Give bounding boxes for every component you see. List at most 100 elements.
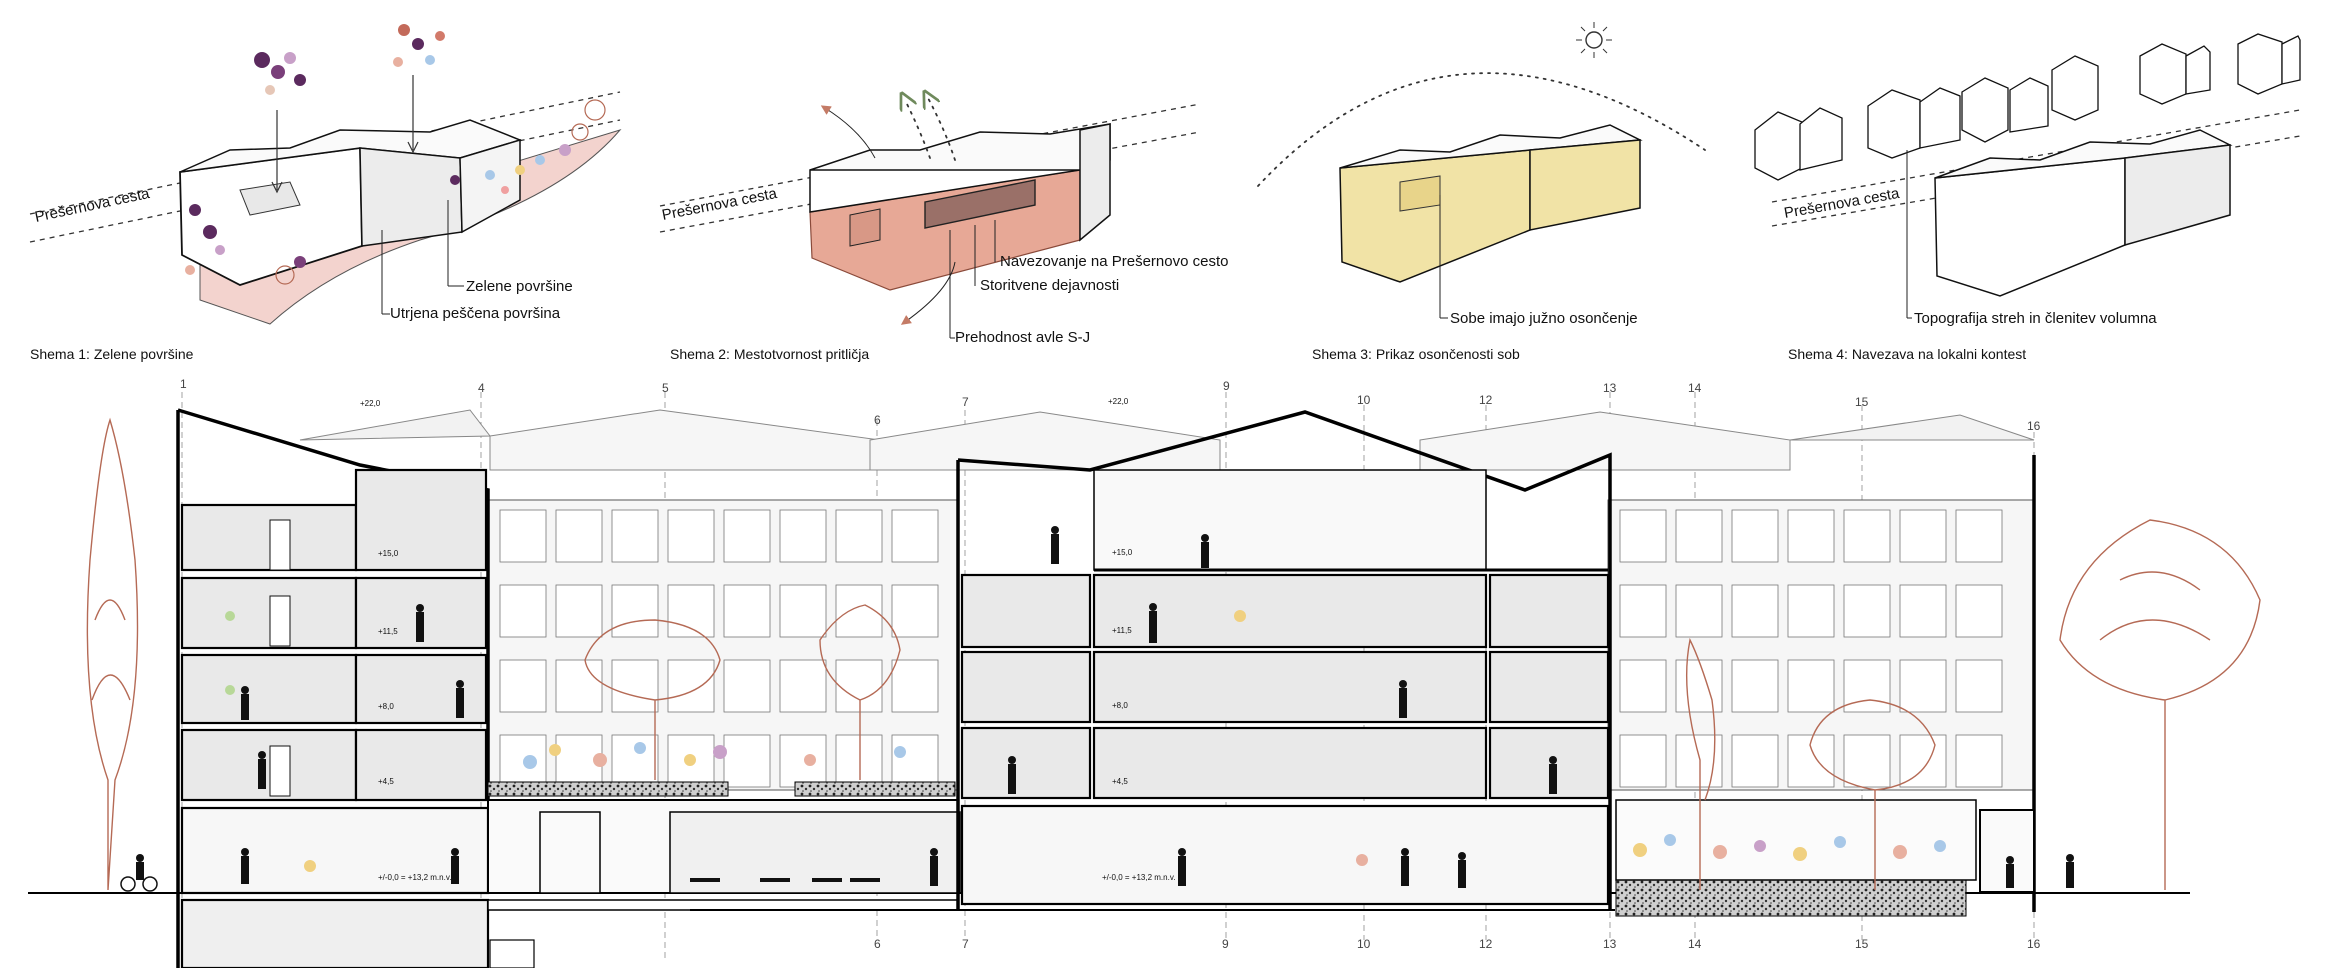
level-label: +4,5: [1112, 777, 1128, 786]
axis-label: 14: [1688, 937, 1702, 951]
background-window: [499, 734, 547, 788]
scheme-2-ground-floor: Prešernova cesta Navezovanje na Prešerno…: [659, 98, 1228, 362]
cafe-tables: [690, 878, 880, 882]
background-window: [611, 509, 659, 563]
level-label: +8,0: [1112, 701, 1128, 710]
background-window: [1899, 659, 1947, 713]
axis-label: 4: [478, 381, 485, 395]
background-window: [891, 734, 939, 788]
axis-label: 5: [662, 381, 669, 395]
axis-label: 1: [180, 377, 187, 391]
background-window: [1675, 509, 1723, 563]
person-icon: [451, 848, 459, 884]
axis-label: 13: [1603, 937, 1617, 951]
level-label: +15,0: [378, 549, 399, 558]
label-connection: Navezovanje na Prešernovo cesto: [1000, 253, 1228, 270]
level-label: +11,5: [1112, 626, 1132, 635]
background-elevation: [299, 409, 2035, 791]
axis-label: 9: [1223, 379, 1230, 393]
courtyard-left: [487, 781, 1615, 969]
label-services: Storitvene dejavnosti: [980, 277, 1119, 294]
background-window: [1899, 584, 1947, 638]
scheme-2-caption: Shema 2: Mestotvornost pritličja: [670, 346, 869, 362]
scheme-1-caption: Shema 1: Zelene površine: [30, 346, 194, 362]
label-south-sun: Sobe imajo južno osončenje: [1450, 310, 1638, 327]
level-label: +11,5: [378, 627, 398, 636]
label-roof-topography: Topografija streh in členitev volumna: [1914, 310, 2157, 327]
level-label: +/-0,0 = +13,2 m.n.v.: [1102, 873, 1175, 882]
building-section: 1 4 5 6 7 9 10 12 13 14 15 16 6 7 9 10 1…: [28, 377, 2261, 970]
background-window: [1843, 509, 1891, 563]
axis-label: 9: [1222, 937, 1229, 951]
axis-label: 12: [1479, 393, 1493, 407]
background-window: [1675, 584, 1723, 638]
background-window: [1787, 584, 1835, 638]
person-icon: [258, 751, 266, 789]
background-window: [1731, 584, 1779, 638]
person-icon: [1401, 848, 1409, 886]
person-icon: [456, 680, 464, 718]
background-window: [1899, 509, 1947, 563]
person-icon: [1458, 852, 1466, 888]
axis-label: 12: [1479, 937, 1493, 951]
axis-label: 13: [1603, 381, 1617, 395]
person-icon: [1178, 848, 1186, 886]
background-window: [835, 734, 883, 788]
level-label: +/-0,0 = +13,2 m.n.v.: [378, 873, 451, 882]
background-window: [555, 584, 603, 638]
background-window: [723, 509, 771, 563]
axis-label: 14: [1688, 381, 1702, 395]
level-label: +8,0: [378, 702, 394, 711]
person-icon: [1008, 756, 1016, 794]
person-icon: [1399, 680, 1407, 718]
background-window: [1955, 734, 2003, 788]
axis-label: 16: [2027, 937, 2041, 951]
background-window: [499, 659, 547, 713]
label-paved-area: Utrjena peščena površina: [390, 305, 561, 322]
background-window: [499, 509, 547, 563]
right-wing: [1615, 455, 2036, 917]
background-window: [1787, 509, 1835, 563]
axis-label: 10: [1357, 393, 1371, 407]
level-label: +4,5: [378, 777, 394, 786]
background-window: [555, 659, 603, 713]
background-window: [1955, 584, 2003, 638]
scheme-3-sunlight: Sobe imajo južno osončenje Shema 3: Prik…: [1257, 22, 1706, 362]
background-window: [1619, 584, 1667, 638]
scheme-4-caption: Shema 4: Navezava na lokalni kontest: [1788, 346, 2026, 362]
background-window: [835, 659, 883, 713]
building-massing: [179, 119, 523, 286]
axis-label: 6: [874, 413, 881, 427]
background-window: [891, 584, 939, 638]
person-icon: [2066, 854, 2074, 888]
sun-icon: [1576, 22, 1612, 58]
background-window: [1787, 659, 1835, 713]
background-window: [1955, 509, 2003, 563]
background-window: [1843, 734, 1891, 788]
person-icon: [1201, 534, 1209, 568]
label-green-areas: Zelene površine: [466, 278, 573, 295]
background-window: [667, 509, 715, 563]
background-window: [499, 584, 547, 638]
background-window: [1899, 734, 1947, 788]
scheme-3-caption: Shema 3: Prikaz osončenosti sob: [1312, 346, 1520, 362]
background-window: [611, 734, 659, 788]
axis-label: 15: [1855, 937, 1869, 951]
people-figures: [120, 526, 2074, 892]
scheme-1-green-areas: Prešernova cesta: [29, 24, 622, 362]
background-window: [1619, 659, 1667, 713]
cyclist-icon: [120, 854, 158, 892]
roof-level-label: +22,0: [1108, 397, 1129, 406]
level-label: +15,0: [1112, 548, 1133, 557]
background-window: [1731, 659, 1779, 713]
background-window: [1955, 659, 2003, 713]
label-passage: Prehodnost avle S-J: [955, 329, 1090, 346]
context-houses: [1754, 33, 2301, 181]
axis-label: 16: [2027, 419, 2041, 433]
background-window: [835, 509, 883, 563]
axis-label: 15: [1855, 395, 1869, 409]
background-window: [779, 584, 827, 638]
middle-block: +15,0 +11,5 +8,0 +4,5 +/-0,0 = +13,2 m.n…: [956, 397, 1612, 910]
axis-label: 6: [874, 937, 881, 951]
